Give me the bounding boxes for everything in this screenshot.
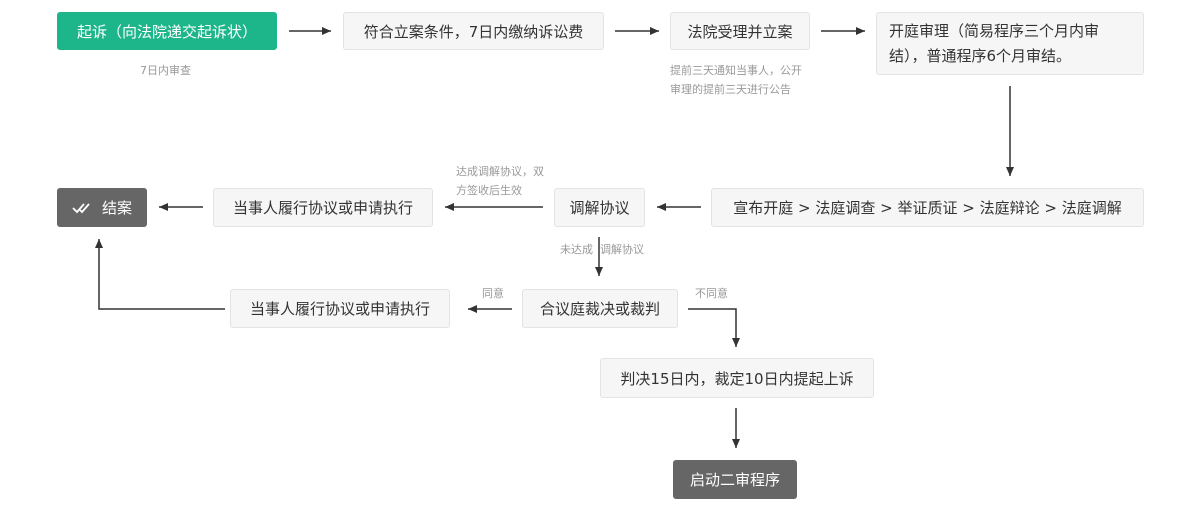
- double-check-icon: [72, 201, 94, 215]
- arrow-perform2-to-close: [95, 239, 225, 310]
- accept-label: 法院受理并立案: [687, 22, 793, 41]
- review-note: 7日内审查: [140, 64, 191, 77]
- file-suit-node: 起诉（向法院递交起诉状）: [57, 12, 277, 50]
- disagree-note: 不同意: [695, 287, 728, 300]
- notify-note: 提前三天通知当事人，公开审理的提前三天进行公告: [670, 64, 802, 96]
- conditions-label: 符合立案条件，7日内缴纳诉讼费: [363, 22, 584, 41]
- ruling-label: 合议庭裁决或裁判: [539, 300, 660, 318]
- ruling-node: 合议庭裁决或裁判: [522, 289, 678, 328]
- perform-label-1: 当事人履行协议或申请执行: [232, 199, 413, 217]
- close-case-label: 结案: [101, 199, 132, 217]
- close-case-node: 结案: [57, 188, 147, 227]
- file-suit-label: 起诉（向法院递交起诉状）: [76, 22, 257, 41]
- no-agreement-note: 未达成 调解协议: [560, 243, 644, 256]
- accept-node: 法院受理并立案: [670, 12, 810, 50]
- trial-node: 开庭审理（简易程序三个月内审结），普通程序6个月审结。: [876, 12, 1144, 75]
- court-process-label: 宣布开庭 > 法庭调查 > 举证质证 > 法庭辩论 > 法庭调解: [733, 199, 1122, 217]
- second-trial-node: 启动二审程序: [673, 460, 797, 499]
- perform-label-2: 当事人履行协议或申请执行: [249, 300, 430, 318]
- mediation-node: 调解协议: [554, 188, 645, 227]
- agreement-note: 达成调解协议，双方签收后生效: [456, 165, 544, 197]
- agree-note: 同意: [482, 287, 504, 300]
- perform-node-1: 当事人履行协议或申请执行: [213, 188, 433, 227]
- perform-node-2: 当事人履行协议或申请执行: [230, 289, 450, 328]
- mediation-label: 调解协议: [569, 199, 630, 217]
- arrow-ruling-to-appeal: [688, 308, 740, 347]
- conditions-node: 符合立案条件，7日内缴纳诉讼费: [343, 12, 604, 50]
- appeal-label: 判决15日内，裁定10日内提起上诉: [620, 369, 854, 388]
- appeal-node: 判决15日内，裁定10日内提起上诉: [600, 358, 874, 398]
- court-process-node: 宣布开庭 > 法庭调查 > 举证质证 > 法庭辩论 > 法庭调解: [711, 188, 1144, 227]
- second-trial-label: 启动二审程序: [689, 471, 780, 489]
- trial-label: 开庭审理（简易程序三个月内审结），普通程序6个月审结。: [889, 21, 1100, 65]
